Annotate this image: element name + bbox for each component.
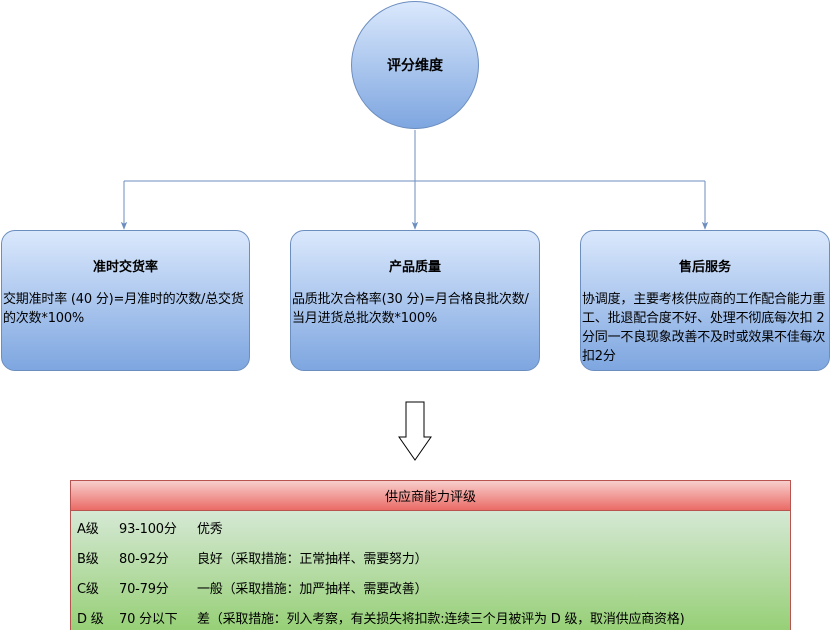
rating-score: 70-79分	[119, 582, 169, 597]
root-node: 评分维度	[351, 1, 479, 129]
dimension-text: 交期准时率 (40 分)=月准时的次数/总交货的次数*100%	[3, 292, 244, 326]
dimension-title: 准时交货率	[92, 260, 158, 275]
rating-level: C级	[77, 582, 99, 597]
rating-score: 93-100分	[119, 522, 177, 537]
rating-body: A级 93-100分 优秀 B级 80-92分 良好（采取措施：正常抽样、需要努力） C…	[71, 511, 790, 630]
rating-row-a: A级 93-100分 优秀	[71, 515, 790, 545]
rating-desc: 优秀	[197, 522, 223, 537]
rating-level: D 级	[77, 612, 104, 627]
dimension-card-ontime-delivery: 准时交货率 交期准时率 (40 分)=月准时的次数/总交货的次数*100%	[1, 230, 250, 371]
dimension-title: 售后服务	[678, 260, 731, 275]
rating-score: 70 分以下	[119, 612, 178, 627]
rating-title: 供应商能力评级	[384, 490, 476, 505]
rating-row-c: C级 70-79分 一般（采取措施：加严抽样、需要改善）	[71, 575, 790, 605]
down-arrow-icon	[398, 401, 432, 461]
root-label: 评分维度	[387, 58, 443, 74]
dimension-card-after-sales: 售后服务 协调度，主要考核供应商的工作配合能力重工、批退配合度不好、处理不彻底每…	[580, 230, 830, 371]
rating-desc: 一般（采取措施：加严抽样、需要改善）	[197, 582, 428, 597]
rating-level: A级	[77, 522, 99, 537]
rating-desc: 差（采取措施：列入考察，有关损失将扣款:连续三个月被评为 D 级，取消供应商资格…	[197, 612, 685, 627]
rating-row-d: D 级 70 分以下 差（采取措施：列入考察，有关损失将扣款:连续三个月被评为 D …	[71, 605, 790, 635]
dimension-text: 协调度，主要考核供应商的工作配合能力重工、批退配合度不好、处理不彻底每次扣 2分…	[582, 292, 826, 364]
dimension-text: 品质批次合格率(30 分)=月合格良批次数/当月进货总批次数*100%	[292, 292, 529, 326]
dimension-card-product-quality: 产品质量 品质批次合格率(30 分)=月合格良批次数/当月进货总批次数*100%	[290, 230, 540, 371]
supplier-rating-table: 供应商能力评级 A级 93-100分 优秀 B级 80-92分 良好（采取措施：正常抽样…	[70, 480, 791, 630]
rating-desc: 良好（采取措施：正常抽样、需要努力）	[197, 552, 428, 567]
rating-header: 供应商能力评级	[71, 481, 790, 511]
rating-row-b: B级 80-92分 良好（采取措施：正常抽样、需要努力）	[71, 545, 790, 575]
rating-level: B级	[77, 552, 99, 567]
rating-score: 80-92分	[119, 552, 169, 567]
dimension-title: 产品质量	[388, 260, 441, 275]
